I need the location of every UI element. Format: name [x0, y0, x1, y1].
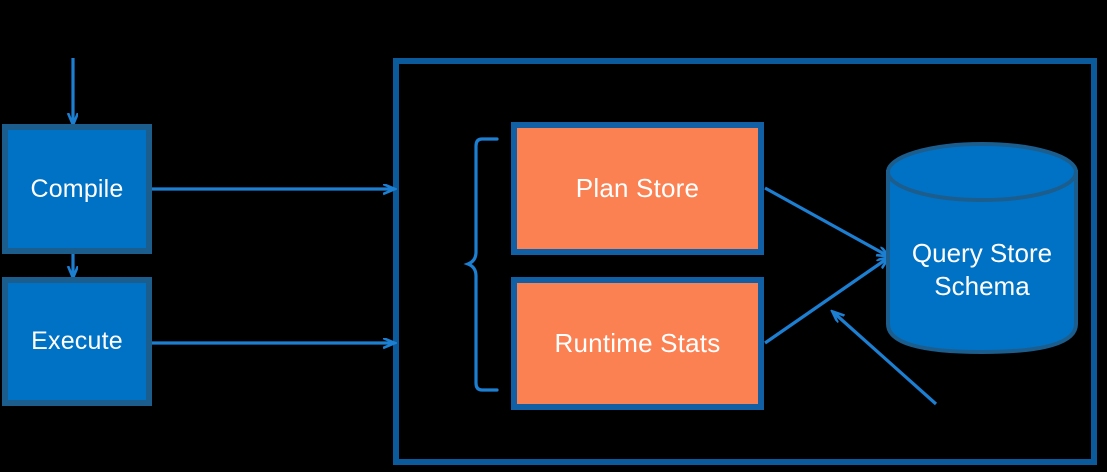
runtime-stats-label: Runtime Stats: [554, 327, 721, 358]
cylinder-top: [886, 142, 1078, 202]
compile-label: Compile: [30, 174, 124, 203]
arrow-external-to-schema: [833, 312, 938, 406]
query-store-schema-label-line2: Schema: [934, 270, 1030, 301]
grouping-brace: [463, 137, 499, 392]
query-store-schema-label: Query Store Schema: [882, 237, 1082, 302]
query-store-schema-label-line1: Query Store: [911, 238, 1053, 268]
query-store-container: [393, 58, 1097, 465]
cylinder-body: [886, 170, 1078, 355]
execute-label: Execute: [31, 327, 123, 356]
arrow-plan-store-to-schema: [764, 186, 888, 256]
runtime-stats-box[interactable]: Runtime Stats: [511, 277, 764, 410]
arrow-runtime-stats-to-schema: [764, 258, 888, 345]
compile-box[interactable]: Compile: [2, 124, 152, 254]
execute-box[interactable]: Execute: [2, 277, 152, 406]
plan-store-box[interactable]: Plan Store: [511, 122, 764, 255]
plan-store-label: Plan Store: [575, 172, 700, 203]
